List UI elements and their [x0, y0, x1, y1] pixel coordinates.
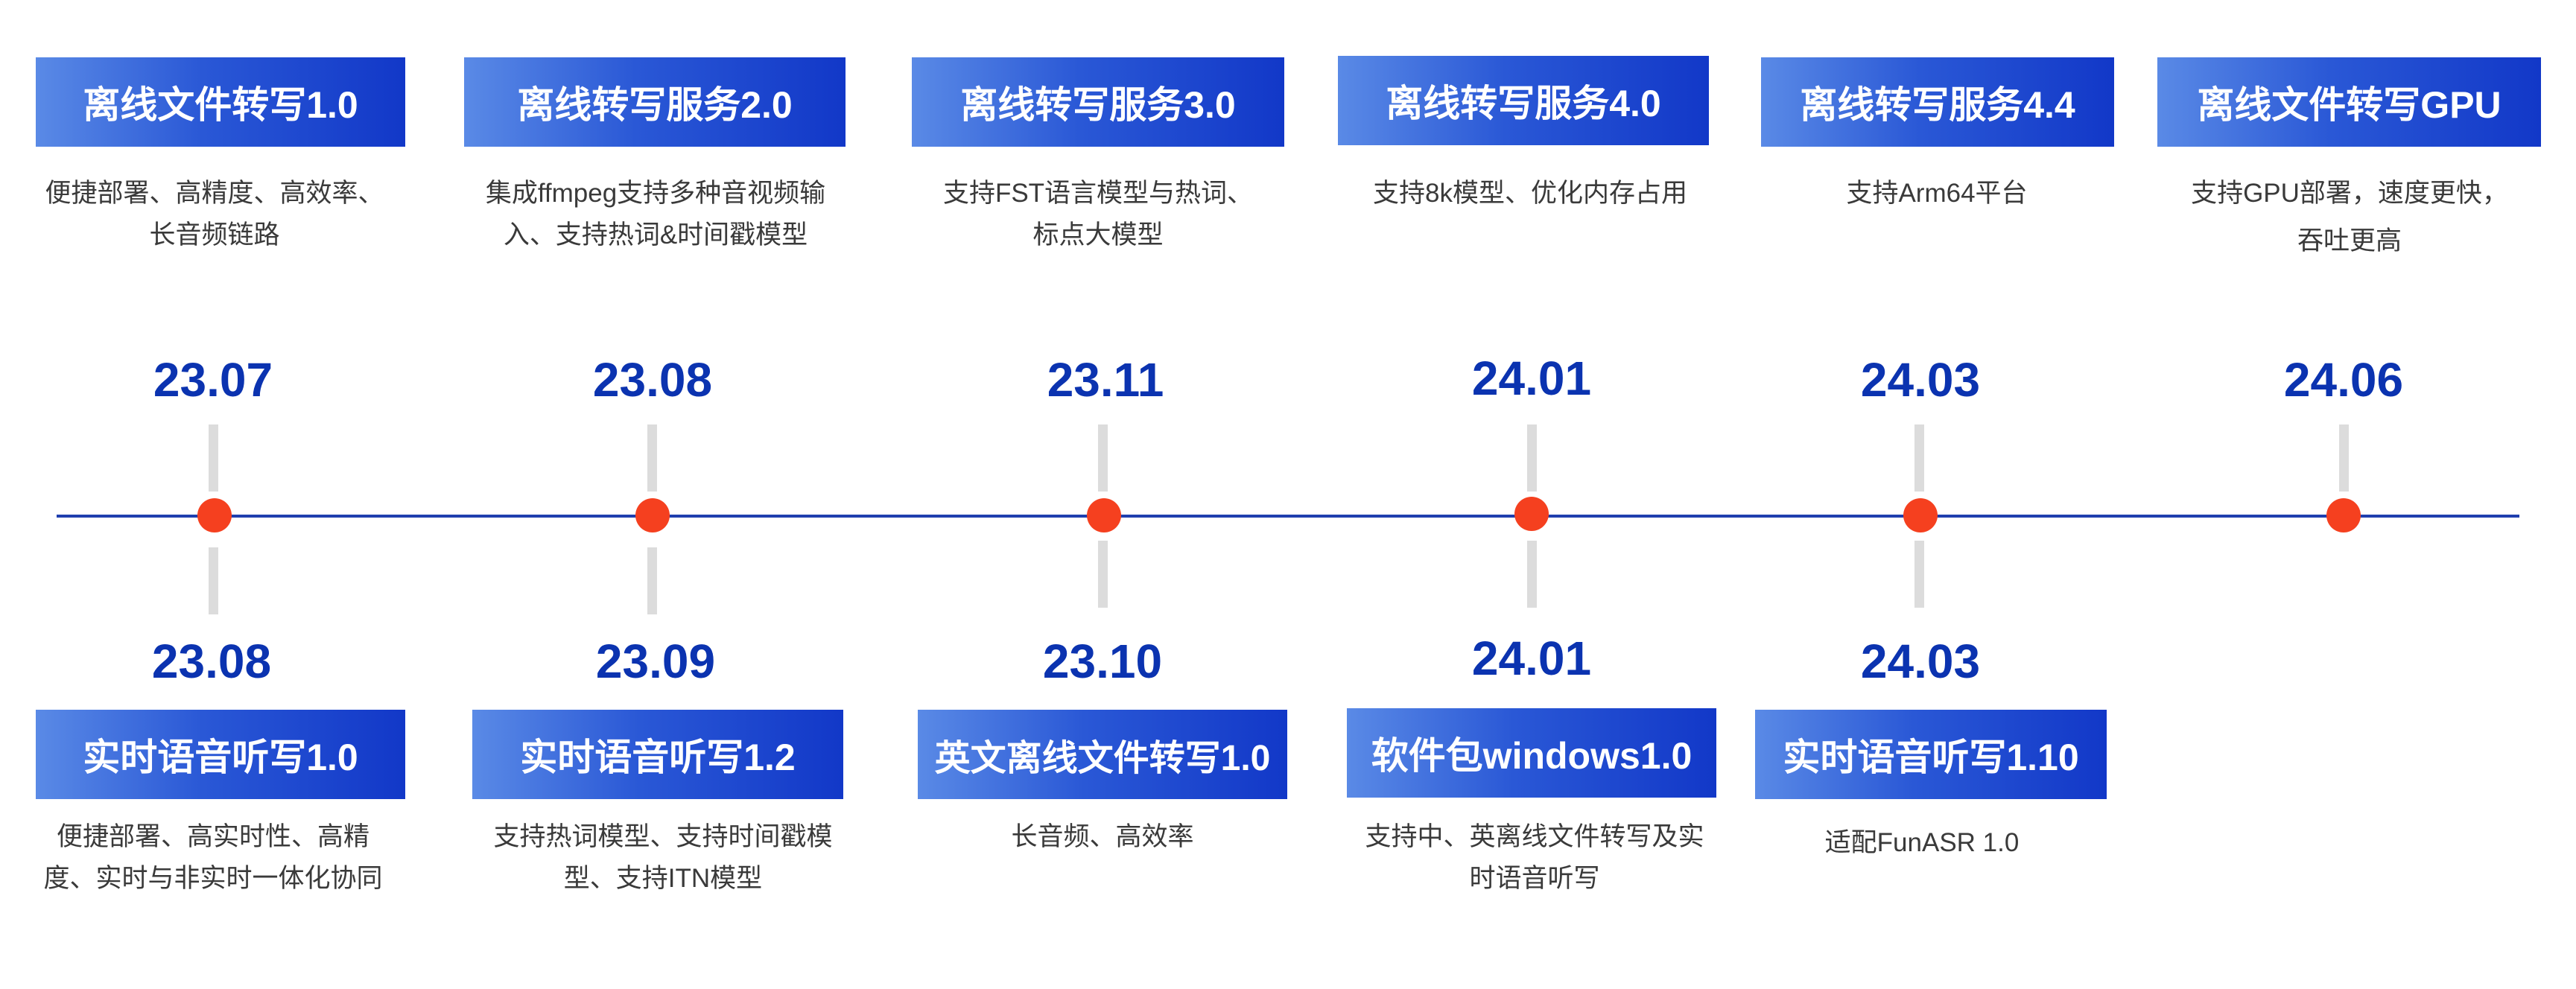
bottom-desc-4-line-1: 支持中、英离线文件转写及实	[1365, 822, 1704, 851]
bottom-stem-1	[209, 547, 218, 614]
top-date-3: 23.11	[1047, 353, 1164, 407]
top-desc-3-line-2: 标点大模型	[1032, 220, 1164, 249]
top-date-4: 24.01	[1471, 352, 1592, 405]
top-desc-4-line-1: 支持8k模型、优化内存占用	[1373, 179, 1687, 208]
top-desc-1: 便捷部署、高精度、高效率、 长音频链路	[28, 173, 401, 256]
top-desc-4: 支持8k模型、优化内存占用	[1344, 173, 1716, 214]
top-title-3: 离线转写服务3.0	[960, 84, 1236, 126]
top-desc-6-line-2: 吞吐更高	[2297, 226, 2402, 255]
bottom-desc-5: 适配FunASR 1.0	[1736, 822, 2108, 864]
bottom-title-1: 实时语音听写1.0	[83, 737, 358, 778]
bottom-title-2: 实时语音听写1.2	[520, 737, 796, 778]
top-title-box-1: 离线文件转写1.0	[36, 57, 405, 147]
top-date-1: 23.07	[153, 353, 273, 407]
top-date-6: 24.06	[2283, 353, 2404, 407]
bottom-title-box-5: 实时语音听写1.10	[1755, 710, 2107, 799]
bottom-date-5: 24.03	[1860, 635, 1981, 688]
top-desc-6: 支持GPU部署，速度更快， 吞吐更高	[2163, 173, 2536, 262]
top-stem-4	[1527, 424, 1537, 492]
top-date-5: 24.03	[1860, 353, 1981, 407]
timeline-axis	[57, 515, 2519, 518]
bottom-title-box-3: 英文离线文件转写1.0	[918, 710, 1287, 799]
bottom-desc-1: 便捷部署、高实时性、高精 度、实时与非实时一体化协同	[27, 816, 399, 900]
top-desc-6-line-1: 支持GPU部署，速度更快，	[2191, 179, 2508, 208]
bottom-desc-2-line-2: 型、支持ITN模型	[563, 864, 763, 893]
top-title-1: 离线文件转写1.0	[83, 84, 358, 126]
top-stem-3	[1098, 424, 1108, 492]
top-desc-2: 集成ffmpeg支持多种音视频输 入、支持热词&时间戳模型	[469, 173, 842, 256]
timeline-dot-4	[1514, 497, 1549, 531]
top-title-box-2: 离线转写服务2.0	[464, 57, 846, 147]
bottom-desc-5-line-1: 适配FunASR 1.0	[1824, 828, 2020, 857]
bottom-title-5: 实时语音听写1.10	[1783, 737, 2079, 778]
top-desc-3-line-1: 支持FST语言模型与热词、	[942, 179, 1254, 208]
top-title-box-3: 离线转写服务3.0	[912, 57, 1284, 147]
timeline-dot-2	[635, 498, 670, 532]
bottom-stem-3	[1098, 541, 1108, 608]
top-desc-1-line-1: 便捷部署、高精度、高效率、	[45, 179, 384, 208]
bottom-desc-4: 支持中、英离线文件转写及实 时语音听写	[1348, 816, 1721, 900]
top-desc-1-line-2: 长音频链路	[149, 220, 280, 249]
bottom-desc-1-line-2: 度、实时与非实时一体化协同	[43, 864, 383, 893]
timeline-dot-5	[1903, 498, 1938, 532]
bottom-title-box-2: 实时语音听写1.2	[472, 710, 843, 799]
bottom-date-1: 23.08	[151, 635, 272, 688]
bottom-desc-4-line-2: 时语音听写	[1469, 864, 1600, 893]
bottom-desc-3: 长音频、高效率	[916, 816, 1289, 858]
top-stem-5	[1914, 424, 1924, 492]
bottom-stem-2	[647, 547, 657, 614]
bottom-stem-4	[1527, 541, 1537, 608]
top-desc-3: 支持FST语言模型与热词、 标点大模型	[912, 173, 1284, 256]
timeline-dot-1	[197, 498, 232, 532]
top-desc-5: 支持Arm64平台	[1751, 173, 2123, 214]
top-title-box-4: 离线转写服务4.0	[1338, 56, 1709, 145]
top-date-2: 23.08	[592, 353, 713, 407]
bottom-title-box-1: 实时语音听写1.0	[36, 710, 405, 799]
bottom-date-2: 23.09	[595, 635, 716, 688]
timeline-dot-3	[1087, 498, 1121, 532]
bottom-title-4: 软件包windows1.0	[1371, 735, 1693, 777]
bottom-title-3: 英文离线文件转写1.0	[934, 739, 1271, 778]
bottom-date-3: 23.10	[1042, 635, 1163, 688]
bottom-stem-5	[1914, 541, 1924, 608]
top-desc-5-line-1: 支持Arm64平台	[1846, 179, 2028, 208]
top-desc-2-line-1: 集成ffmpeg支持多种音视频输	[485, 179, 826, 208]
top-stem-2	[647, 424, 657, 492]
bottom-desc-1-line-1: 便捷部署、高实时性、高精	[56, 822, 369, 851]
bottom-desc-2: 支持热词模型、支持时间戳模 型、支持ITN模型	[477, 816, 849, 900]
top-title-2: 离线转写服务2.0	[517, 84, 793, 126]
top-title-5: 离线转写服务4.4	[1800, 84, 2075, 126]
top-stem-1	[209, 424, 218, 492]
bottom-date-4: 24.01	[1471, 632, 1592, 685]
top-title-box-5: 离线转写服务4.4	[1761, 57, 2114, 147]
top-title-4: 离线转写服务4.0	[1386, 83, 1661, 124]
bottom-title-box-4: 软件包windows1.0	[1347, 708, 1716, 798]
bottom-desc-3-line-1: 长音频、高效率	[1011, 822, 1194, 851]
top-title-6: 离线文件转写GPU	[2197, 84, 2502, 126]
top-stem-6	[2339, 424, 2349, 492]
top-title-box-6: 离线文件转写GPU	[2157, 57, 2541, 147]
top-desc-2-line-2: 入、支持热词&时间戳模型	[503, 220, 808, 249]
timeline-dot-6	[2326, 498, 2361, 532]
bottom-desc-2-line-1: 支持热词模型、支持时间戳模	[493, 822, 833, 851]
